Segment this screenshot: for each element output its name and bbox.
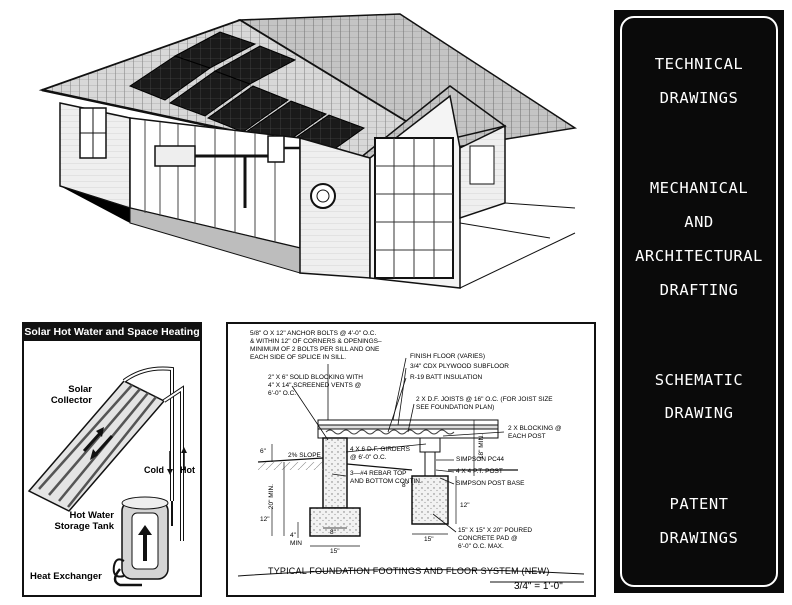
label-hot: Hot — [180, 465, 195, 475]
dim-6: 6" — [260, 448, 266, 455]
note-anchor-3: MINIMUM OF 2 BOLTS PER SILL AND ONE — [250, 346, 380, 353]
note-girders-2: @ 6'-0" O.C. — [350, 454, 387, 461]
note-blocking-2: 4" X 14" SCREENED VENTS @ — [268, 382, 362, 389]
foundation-scale: 3/4" = 1'-0" — [514, 581, 563, 592]
note-anchor-4: EACH SIDE OF SPLICE IN SILL. — [250, 354, 347, 361]
foundation-section — [237, 357, 585, 583]
dim-12b: 12" — [460, 502, 470, 509]
label-hot-water: Hot Water — [69, 510, 114, 521]
panel-line-patent: PATENT — [669, 495, 729, 513]
solar-diagram-title: Solar Hot Water and Space Heating System — [24, 324, 200, 355]
dim-8: 8" — [330, 529, 336, 536]
dim-12a: 12" — [260, 516, 270, 523]
note-anchor-1: 5/8" O X 12" ANCHOR BOLTS @ 4'-0" O.C. — [250, 330, 377, 337]
label-storage-tank: Storage Tank — [54, 521, 114, 532]
dim-18: 18" MIN. — [478, 434, 485, 460]
note-pad-1: 15" X 15" X 20" POURED — [458, 527, 533, 534]
note-blocking-1: 2" X 6" SOLID BLOCKING WITH — [268, 374, 363, 381]
services-panel: TECHNICAL DRAWINGS MECHANICAL AND ARCHIT… — [614, 10, 784, 593]
note-post-base: SIMPSON POST BASE — [456, 480, 525, 487]
panel-line-drawings-2: DRAWINGS — [659, 529, 739, 547]
solar-system-drawing — [27, 366, 187, 587]
foundation-detail-drawing: 5/8" O X 12" ANCHOR BOLTS @ 4'-0" O.C. &… — [226, 322, 596, 597]
solar-collector — [27, 380, 166, 512]
dim-15a: 15" — [330, 548, 340, 555]
note-slope: 2% SLOPE — [288, 452, 321, 459]
panel-line-and: AND — [684, 213, 714, 231]
note-subfloor: 3/4" CDX PLYWOOD SUBFLOOR — [410, 363, 509, 370]
label-solar: Solar — [68, 384, 92, 395]
panel-line-drafting: DRAFTING — [659, 281, 739, 299]
solar-hot-water-diagram: Solar Hot Water and Space Heating System — [22, 322, 202, 597]
panel-line-drawings: DRAWINGS — [659, 89, 739, 107]
note-rebar-1: 3—#4 REBAR TOP — [350, 470, 407, 477]
note-joists-2: SEE FOUNDATION PLAN) — [416, 404, 495, 411]
note-blocking-3: 6'-0" O.C. — [268, 390, 297, 397]
dim-8b: 8" — [402, 482, 408, 489]
dim-20: 20" MIN. — [268, 484, 275, 510]
note-rebar-2: AND BOTTOM CONTIN. — [350, 478, 422, 485]
label-cold: Cold — [144, 465, 164, 475]
foundation-title: TYPICAL FOUNDATION FOOTINGS AND FLOOR SY… — [268, 566, 550, 576]
label-heat-exchanger: Heat Exchanger — [30, 571, 102, 582]
panel-line-schematic: SCHEMATIC — [654, 371, 744, 389]
note-anchor-2: & WITHIN 12" OF CORNERS & OPENINGS– — [250, 338, 382, 345]
dim-15b: 15" — [424, 536, 434, 543]
dim-4: 4" — [290, 532, 296, 539]
note-insulation: R-19 BATT INSULATION — [410, 374, 483, 381]
panel-line-drawing: DRAWING — [664, 404, 734, 422]
note-pad-2: CONCRETE PAD @ — [458, 535, 518, 542]
note-joists-1: 2 X D.F. JOISTS @ 16" O.C. (FOR JOIST SI… — [416, 396, 553, 403]
note-finish-floor: FINISH FLOOR (VARIES) — [410, 353, 485, 360]
panel-line-mechanical: MECHANICAL — [649, 179, 749, 197]
storage-tank — [121, 496, 169, 580]
note-post-blocking-2: EACH POST — [508, 433, 546, 440]
panel-line-architectural: ARCHITECTURAL — [635, 247, 763, 265]
note-girders-1: 4 X 6 D.F. GIRDERS — [350, 446, 410, 453]
house-illustration — [38, 13, 578, 289]
garage-door — [374, 137, 454, 279]
panel-line-technical: TECHNICAL — [654, 55, 744, 73]
note-pc44: SIMPSON PC44 — [456, 456, 505, 463]
note-post-blocking-1: 2 X BLOCKING @ — [508, 425, 562, 432]
dim-min: MIN — [290, 540, 302, 547]
note-pad-3: 6'-0" O.C. MAX. — [458, 543, 504, 550]
label-collector: Collector — [50, 395, 92, 406]
panel-frame — [620, 16, 778, 587]
note-post: 4 X 4 P.T. POST — [456, 468, 503, 475]
